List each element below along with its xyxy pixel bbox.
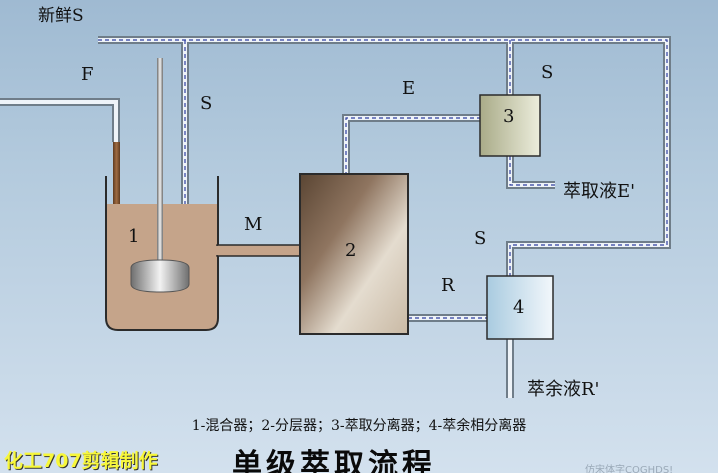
fresh-solvent-label: 新鲜S xyxy=(38,6,84,26)
mixture-label: M xyxy=(244,214,263,235)
solvent-down-label: S xyxy=(200,93,213,114)
extract-label: E xyxy=(402,78,416,99)
extract-product-pipe xyxy=(506,156,555,189)
raffinate-label: R xyxy=(441,275,455,296)
raffinate-separator-number: 4 xyxy=(513,297,525,318)
credit-text: 化工707剪辑制作 xyxy=(4,450,158,472)
agitator xyxy=(130,58,190,293)
watermark-text: 仿宋体字COGHDS! xyxy=(585,465,674,473)
raffinate-product-label: 萃余液R' xyxy=(527,379,600,400)
solvent-pipe-network xyxy=(98,36,671,278)
raffinate-separator xyxy=(486,275,554,340)
channel-joint xyxy=(212,246,220,255)
mixer-number: 1 xyxy=(128,226,140,247)
solvent-mid-label: S xyxy=(474,228,487,249)
mixer-to-settler-channel xyxy=(216,244,302,257)
extract-separator-number: 3 xyxy=(503,106,515,127)
settler-vessel xyxy=(299,173,409,335)
extract-product-label: 萃取液E' xyxy=(563,181,636,202)
extract-separator xyxy=(479,94,541,157)
feed-stream xyxy=(113,142,120,212)
solvent-right-label: S xyxy=(541,62,554,83)
extract-pipe xyxy=(342,114,480,176)
diagram-caption: 1-混合器；2-分层器；3-萃取分离器；4-萃余相分离器 xyxy=(191,418,527,434)
settler-number: 2 xyxy=(345,240,357,261)
feed-label: F xyxy=(81,64,94,85)
feed-pipe xyxy=(0,98,120,142)
page-title: 单级萃取流程 xyxy=(232,448,436,473)
